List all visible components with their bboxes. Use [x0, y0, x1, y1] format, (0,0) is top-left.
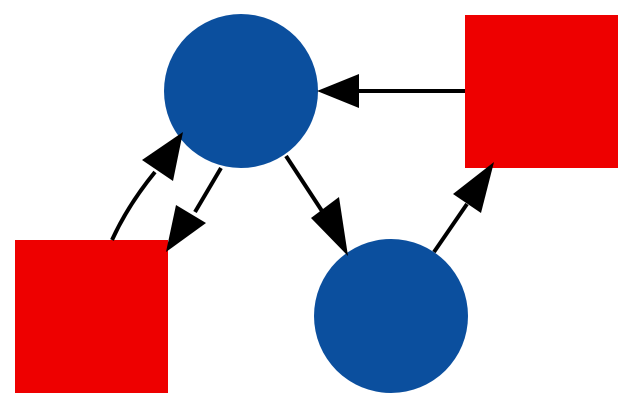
arrowhead-into-circle-top-from-left — [142, 132, 183, 181]
arrowhead-into-square-bottom-left — [166, 205, 206, 252]
arrowhead-into-circle-bottom — [311, 197, 348, 256]
square-node-top-right — [465, 15, 618, 168]
square-node-bottom-left — [15, 240, 168, 393]
circle-node-top — [164, 14, 318, 168]
edge-lines — [110, 89, 469, 254]
arrowhead-into-square-top-right — [453, 162, 494, 213]
edge-circle-top-to-square-bottom-left — [193, 166, 223, 214]
edge-circle-top-to-circle-bottom — [284, 154, 324, 213]
arrowhead-into-circle-top-from-right — [317, 74, 359, 108]
edge-circle-bottom-to-square-top-right — [432, 202, 469, 254]
edge-arrowheads — [142, 74, 494, 256]
circle-node-bottom — [314, 239, 468, 393]
edge-square-bottom-left-to-circle-top — [110, 170, 157, 241]
